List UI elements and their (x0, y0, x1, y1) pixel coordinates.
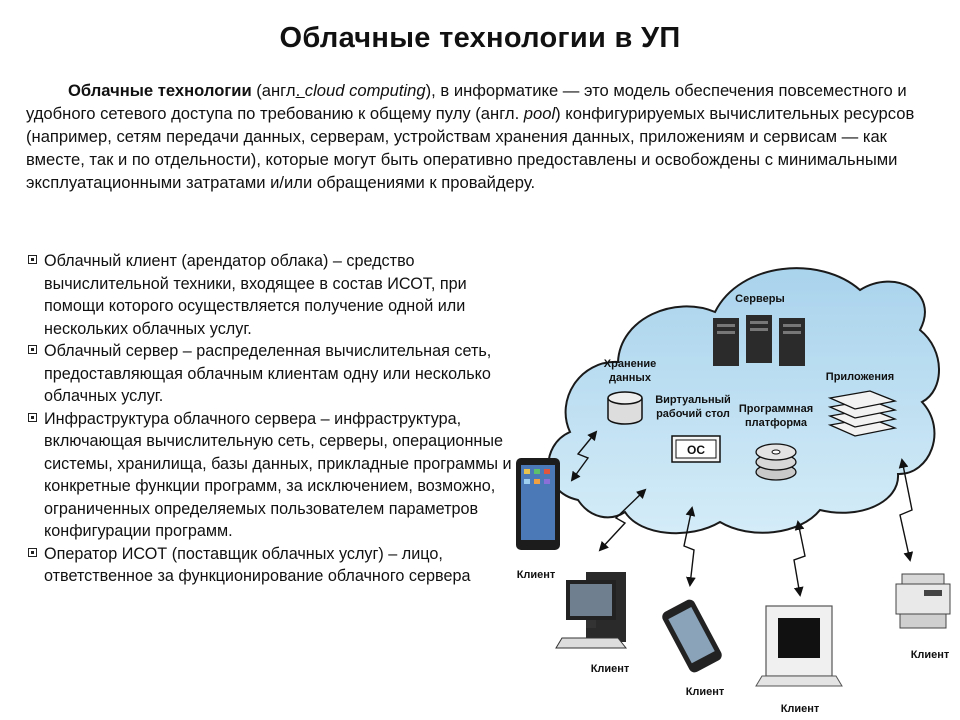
label-client-printer: Клиент (911, 649, 950, 661)
intro-term-en: cloud computing (304, 81, 426, 100)
arrow-tablet (570, 430, 598, 482)
svg-text:рабочий стол: рабочий стол (656, 408, 730, 420)
intro-term: Облачные технологии (68, 81, 252, 100)
arrow-printer (898, 458, 914, 562)
laptop-icon (755, 605, 843, 687)
slide-title: Облачные технологии в УП (279, 22, 681, 54)
label-apps: Приложения (826, 371, 894, 383)
label-platform: Программная (739, 403, 813, 415)
svg-text:платформа: платформа (745, 417, 808, 429)
database-icon (607, 391, 643, 425)
servers-icon (713, 315, 805, 366)
bullet-icon (28, 412, 37, 422)
connection-arrows (570, 430, 914, 597)
bullet-icon (28, 345, 37, 354)
label-virtual-desktop: Виртуальный (655, 394, 731, 406)
cloud-shape (547, 267, 940, 535)
label-servers: Серверы (735, 293, 785, 305)
label-client-pc: Клиент (591, 663, 630, 675)
arrow-pc (598, 488, 647, 552)
label-os: ОС (687, 443, 705, 457)
list-item: Инфраструктура облачного сервера – инфра… (28, 408, 518, 543)
definitions-list: Облачный клиент (арендатор облака) – сре… (28, 250, 518, 588)
list-item: Облачный сервер – распределенная вычисли… (28, 340, 518, 408)
intro-paragraph: Облачные технологии (англ. cloud computi… (26, 81, 915, 192)
list-item: Оператор ИСОТ (поставщик облачных услуг)… (28, 543, 518, 588)
desktop-pc-icon (555, 572, 628, 649)
arrow-laptop (793, 520, 806, 597)
disks-icon (755, 443, 797, 481)
bullet-icon (28, 547, 37, 557)
label-storage: Хранение (604, 358, 656, 370)
list-item: Облачный клиент (арендатор облака) – сре… (28, 250, 518, 340)
os-box (671, 435, 721, 463)
tablet-icon (516, 458, 560, 550)
printer-icon (895, 573, 951, 629)
bullet-icon (28, 255, 37, 264)
label-client-tablet: Клиент (517, 569, 556, 581)
cloud-diagram: Серверы Хранение данных Виртуальный рабо… (516, 267, 951, 715)
label-client-laptop: Клиент (781, 703, 820, 715)
arrow-phone (683, 506, 696, 587)
phone-icon (662, 599, 722, 673)
svg-text:данных: данных (609, 372, 652, 384)
documents-icon (827, 390, 898, 437)
label-client-phone: Клиент (686, 686, 725, 698)
